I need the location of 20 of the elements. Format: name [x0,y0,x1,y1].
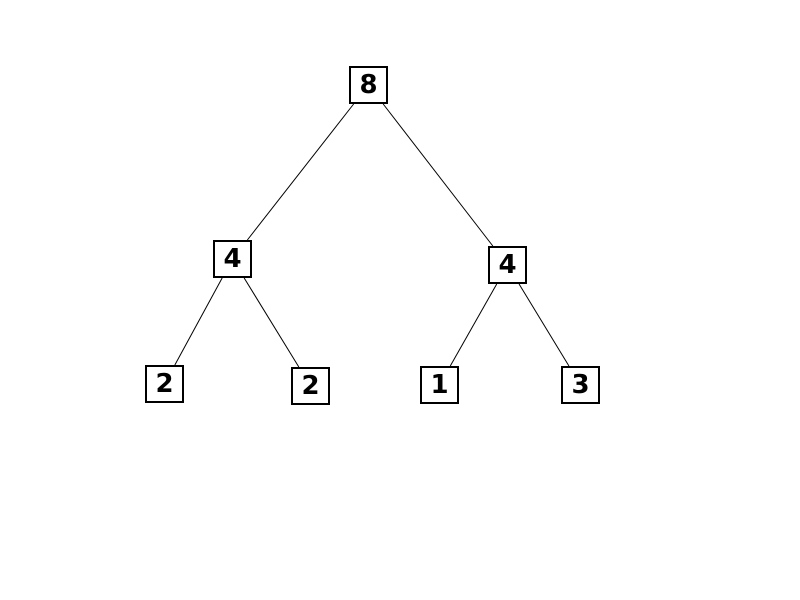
node-value: 3 [571,370,590,400]
node-value: 2 [301,371,320,401]
tree-node-box [488,246,527,284]
node-value: 4 [223,244,242,274]
connector-line [244,278,300,368]
connector-line [382,104,494,246]
tree-node-box [561,366,600,404]
node-value: 1 [430,370,449,400]
node-value: 2 [155,369,174,399]
node-value: 4 [498,250,517,280]
node-value: 8 [359,70,378,100]
connector-line [450,284,498,366]
tree-node-box [349,66,388,104]
tree-node-box [213,240,252,278]
tree-node-box [145,365,184,403]
tree-node-box [291,367,330,405]
tree-node-box [420,366,459,404]
connector-line [518,284,570,366]
connector-line [174,278,223,366]
connector-line [246,104,354,240]
